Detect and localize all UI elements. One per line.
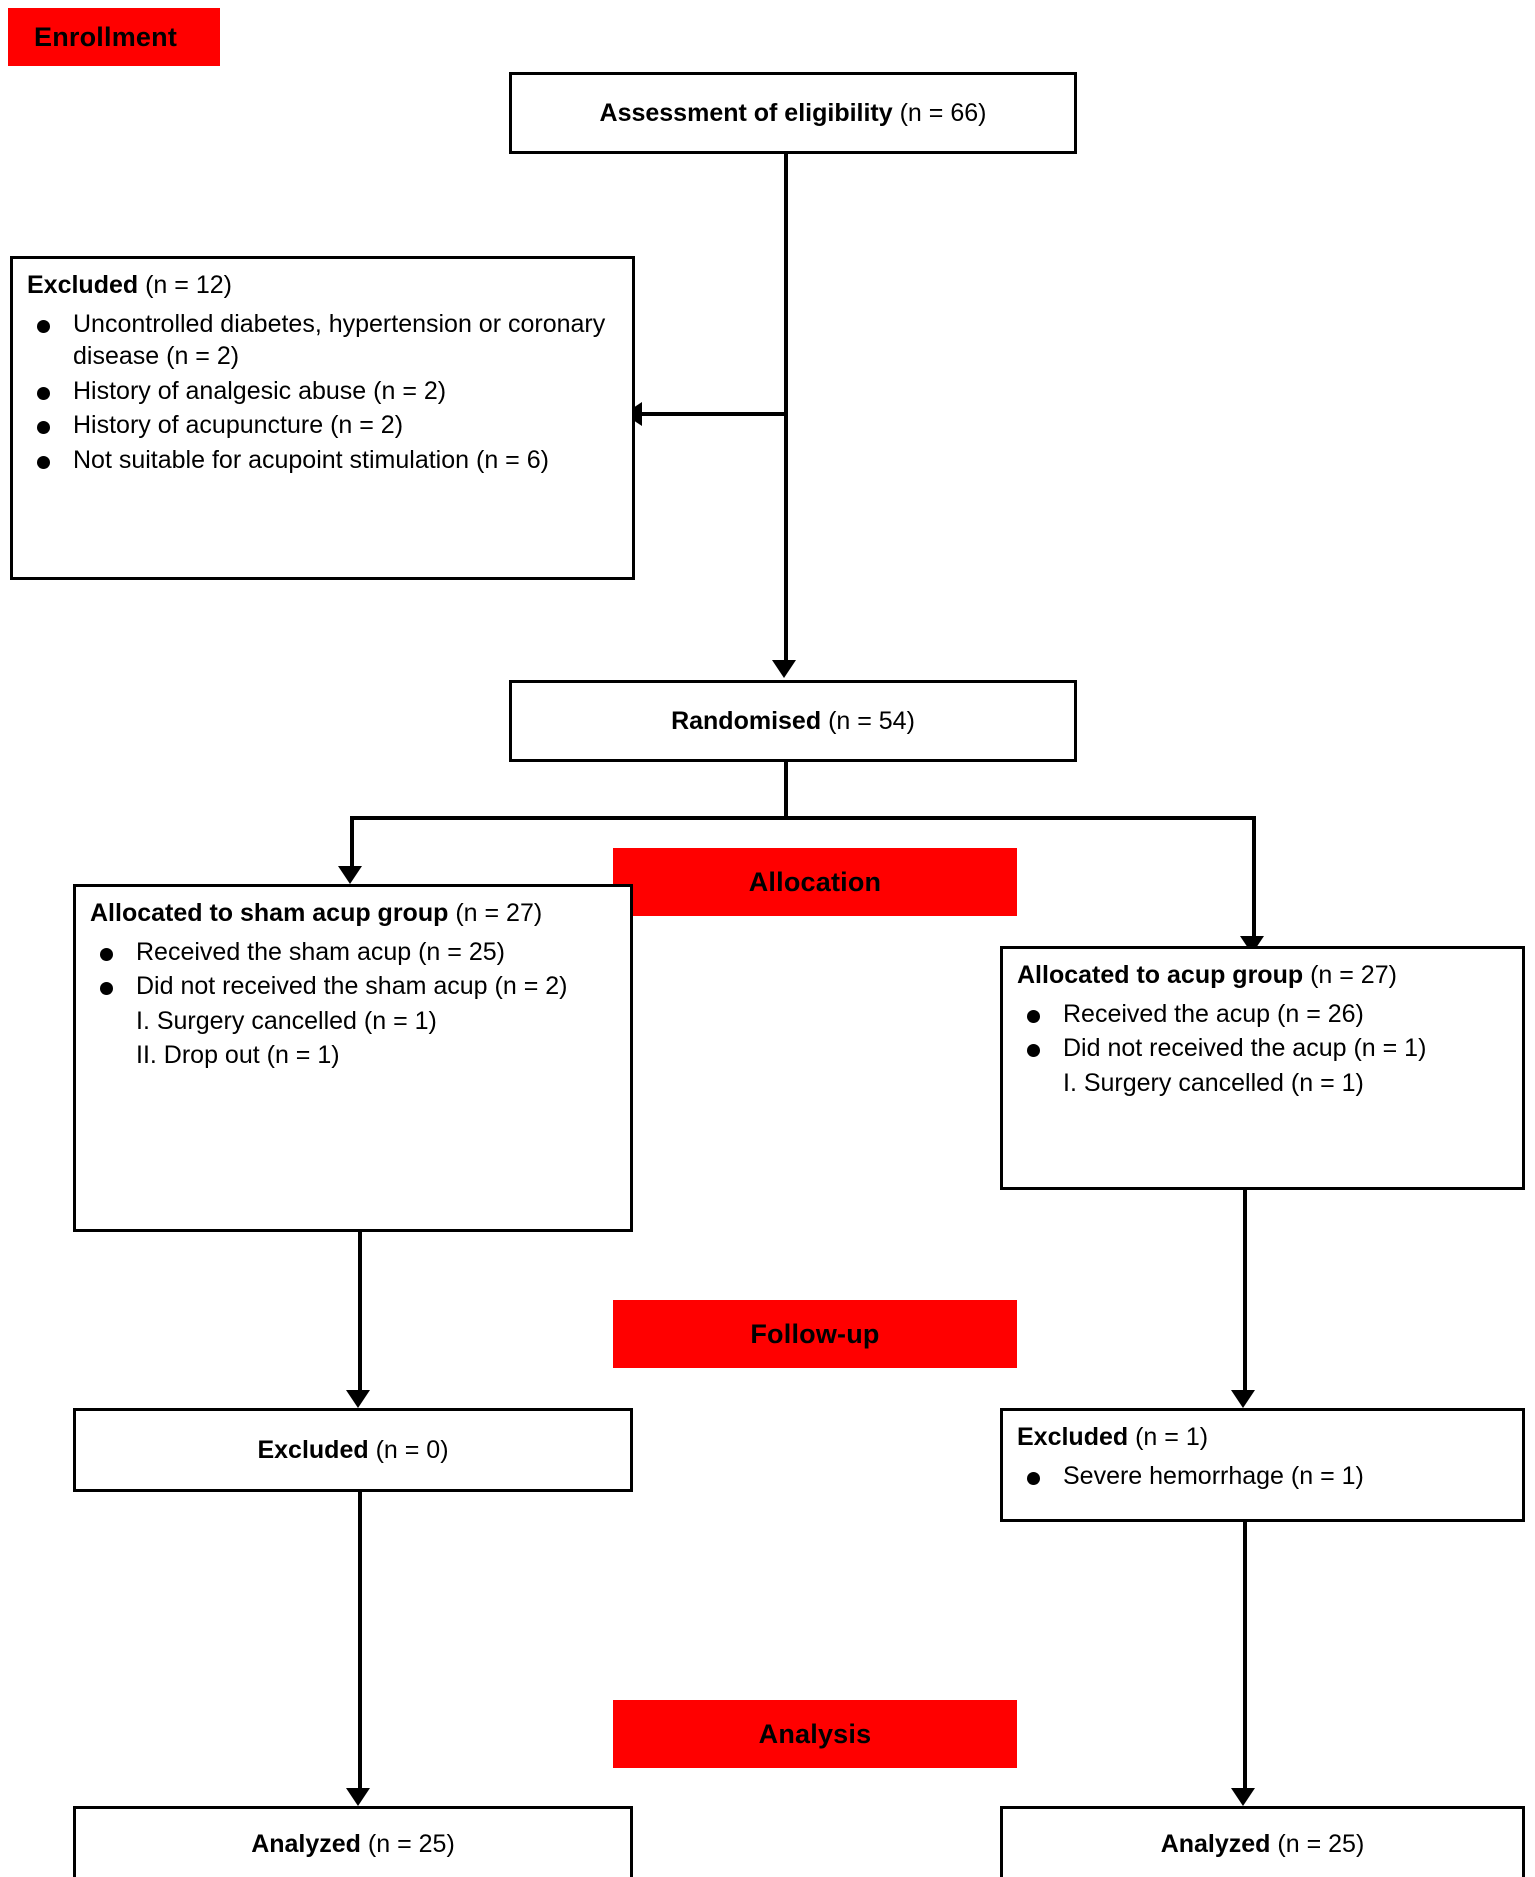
connector-right-to-analyzed xyxy=(1243,1522,1247,1798)
list-item: Did not received the acup (n = 1) xyxy=(1017,1032,1508,1065)
alloc-left-list: Received the sham acup (n = 25) Did not … xyxy=(90,936,616,1072)
box-excluded-enrollment: Excluded (n = 12) Uncontrolled diabetes,… xyxy=(10,256,635,580)
band-analysis-label: Analysis xyxy=(758,1718,872,1749)
connector-split-left xyxy=(350,816,354,876)
list-item: Not suitable for acupoint stimulation (n… xyxy=(27,444,618,477)
excluded-right-title: Excluded xyxy=(1017,1423,1129,1451)
alloc-right-count: (n = 27) xyxy=(1310,961,1397,989)
excluded-right-count: (n = 1) xyxy=(1135,1423,1209,1451)
analyzed-right-count: (n = 25) xyxy=(1277,1829,1365,1858)
list-subitem: II. Drop out (n = 1) xyxy=(136,1041,340,1069)
excluded-left-count: (n = 0) xyxy=(375,1435,449,1464)
assessment-title: Assessment of eligibility xyxy=(599,98,893,127)
list-subitem: I. Surgery cancelled (n = 1) xyxy=(1063,1068,1364,1097)
box-analyzed-left: Analyzed (n = 25) xyxy=(73,1806,633,1877)
list-item: History of analgesic abuse (n = 2) xyxy=(27,375,618,408)
excluded-left-title: Excluded xyxy=(257,1435,369,1464)
analyzed-right-title: Analyzed xyxy=(1160,1829,1271,1858)
connector-randomised-split xyxy=(350,816,1256,820)
list-item: Severe hemorrhage (n = 1) xyxy=(1017,1460,1508,1493)
connector-eligibility-to-randomised xyxy=(784,154,788,670)
arrowhead-analyzed-left xyxy=(346,1788,370,1806)
list-item: Did not received the sham acup (n = 2) xyxy=(90,970,616,1003)
box-randomised: Randomised (n = 54) xyxy=(509,680,1077,762)
band-followup: Follow-up xyxy=(613,1300,1017,1368)
arrowhead-alloc-left xyxy=(338,866,362,884)
arrowhead-analyzed-right xyxy=(1231,1788,1255,1806)
list-subitem: I. Surgery cancelled (n = 1) xyxy=(136,1006,437,1035)
band-enrollment: Enrollment xyxy=(8,8,220,66)
alloc-right-title: Allocated to acup group xyxy=(1017,961,1304,989)
list-item: Received the sham acup (n = 25) xyxy=(90,936,616,969)
box-excluded-followup-right: Excluded (n = 1) Severe hemorrhage (n = … xyxy=(1000,1408,1525,1522)
alloc-left-count: (n = 27) xyxy=(455,899,543,927)
connector-left-to-excluded xyxy=(358,1232,362,1400)
excluded-enrollment-count: (n = 12) xyxy=(145,271,232,299)
arrowhead-randomised xyxy=(772,660,796,678)
band-allocation: Allocation xyxy=(613,848,1017,916)
assessment-count: (n = 66) xyxy=(899,98,987,127)
band-allocation-label: Allocation xyxy=(748,866,882,897)
box-assessment-of-eligibility: Assessment of eligibility (n = 66) xyxy=(509,72,1077,154)
list-item: History of acupuncture (n = 2) xyxy=(27,409,618,442)
randomised-title: Randomised xyxy=(671,706,822,735)
list-item: Uncontrolled diabetes, hypertension or c… xyxy=(27,308,618,373)
box-allocated-sham-acup: Allocated to sham acup group (n = 27) Re… xyxy=(73,884,633,1232)
list-item: Received the acup (n = 26) xyxy=(1017,998,1508,1031)
analyzed-left-title: Analyzed xyxy=(251,1829,361,1858)
connector-to-excluded xyxy=(636,412,786,416)
connector-randomised-stem xyxy=(784,762,788,818)
arrowhead-excluded-left xyxy=(346,1390,370,1408)
excluded-enrollment-list: Uncontrolled diabetes, hypertension or c… xyxy=(27,308,618,477)
excluded-right-list: Severe hemorrhage (n = 1) xyxy=(1017,1460,1508,1493)
excluded-enrollment-title: Excluded xyxy=(27,271,139,299)
analyzed-left-count: (n = 25) xyxy=(367,1829,455,1858)
box-analyzed-right: Analyzed (n = 25) xyxy=(1000,1806,1525,1877)
alloc-right-list: Received the acup (n = 26) Did not recei… xyxy=(1017,998,1508,1100)
band-followup-label: Follow-up xyxy=(750,1318,880,1349)
box-allocated-acup: Allocated to acup group (n = 27) Receive… xyxy=(1000,946,1525,1190)
randomised-count: (n = 54) xyxy=(828,706,915,735)
connector-split-right xyxy=(1252,816,1256,946)
band-enrollment-label: Enrollment xyxy=(34,21,178,52)
arrowhead-excluded-right xyxy=(1231,1390,1255,1408)
alloc-left-title: Allocated to sham acup group xyxy=(90,899,449,927)
connector-left-to-analyzed xyxy=(358,1492,362,1798)
band-analysis: Analysis xyxy=(613,1700,1017,1768)
connector-right-to-excluded xyxy=(1243,1190,1247,1400)
box-excluded-followup-left: Excluded (n = 0) xyxy=(73,1408,633,1492)
